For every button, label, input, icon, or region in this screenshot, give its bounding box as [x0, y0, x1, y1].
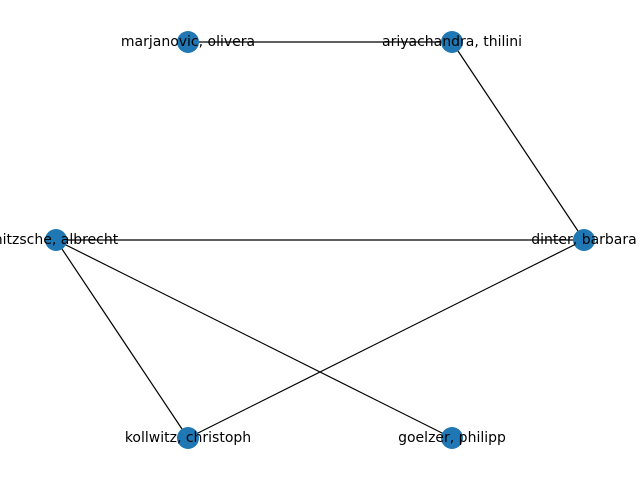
edges-layer	[55, 41, 585, 439]
node-nitzsche	[45, 229, 67, 251]
edge-ariyachandra-dinter	[451, 41, 585, 241]
node-label-ariyachandra: ariyachandra, thilini	[382, 34, 522, 50]
node-label-nitzsche: nitzsche, albrecht	[0, 232, 119, 248]
edge-dinter-kollwitz	[187, 239, 585, 439]
edge-nitzsche-kollwitz	[55, 239, 189, 439]
nodes-layer	[45, 31, 595, 449]
labels-layer: marjanovic, olivera ariyachandra, thilini…	[0, 34, 637, 446]
edge-nitzsche-goelzer	[55, 239, 453, 439]
node-label-kollwitz: kollwitz, christoph	[125, 430, 251, 446]
node-ariyachandra	[441, 31, 463, 53]
node-label-goelzer: goelzer, philipp	[398, 430, 506, 446]
node-dinter	[573, 229, 595, 251]
node-label-dinter: dinter, barbara	[531, 232, 636, 248]
node-label-marjanovic: marjanovic, olivera	[121, 34, 255, 50]
node-goelzer	[441, 427, 463, 449]
node-kollwitz	[177, 427, 199, 449]
node-marjanovic	[177, 31, 199, 53]
